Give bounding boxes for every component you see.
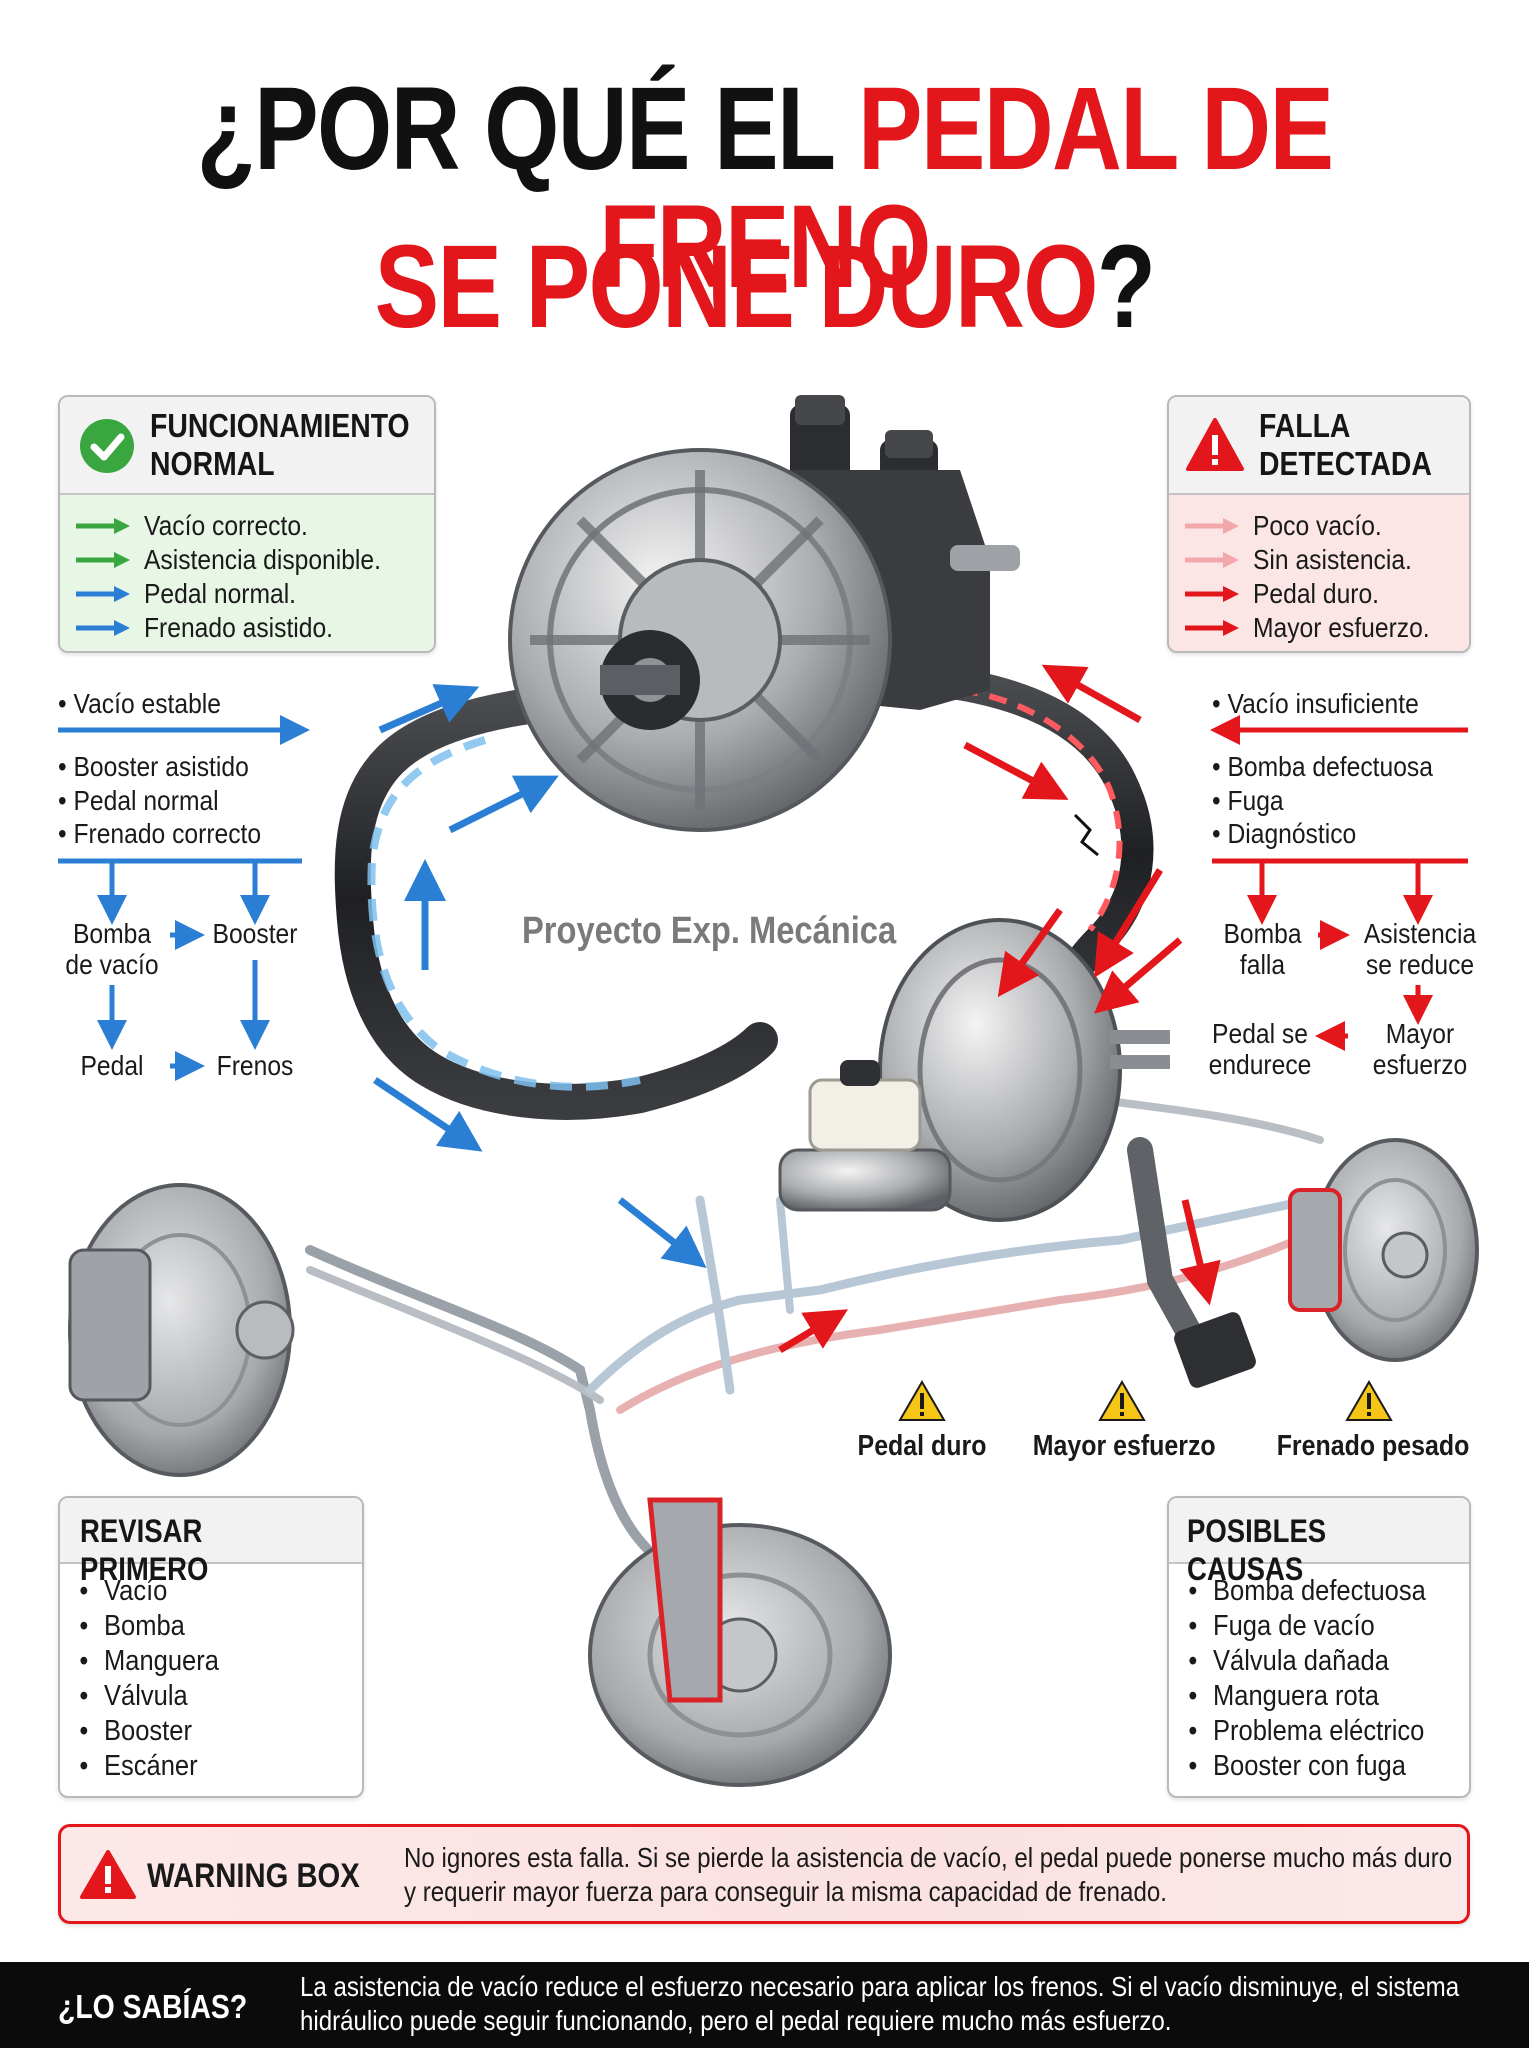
red-flow-arrows [778, 664, 1221, 1354]
left-bullet-frenado: • Frenado correcto [58, 818, 262, 849]
right-bullet-bomba: • Bomba defectuosa [1212, 751, 1433, 782]
arrow-right-icon [1185, 620, 1239, 636]
possible-causes-header: POSIBLES CAUSAS [1169, 1498, 1469, 1587]
list-item: Mayor esfuerzo. [1169, 611, 1469, 645]
list-item: Escáner [60, 1749, 326, 1784]
list-item: Bomba [60, 1609, 326, 1644]
left-bullet-pedal: • Pedal normal [58, 785, 219, 816]
title-black-part: ¿POR QUÉ EL [196, 63, 835, 195]
warning-triangle-icon [80, 1850, 136, 1899]
list-item: Sin asistencia. [1169, 543, 1469, 577]
list-item: Válvula dañada [1169, 1644, 1433, 1679]
page-title-line-2: SE PONE DURO? [138, 228, 1392, 346]
possible-causes-panel: POSIBLES CAUSAS Bomba defectuosa Fuga de… [1167, 1496, 1471, 1798]
arrow-right-icon [76, 586, 130, 602]
vacuum-hose-left [334, 682, 778, 1120]
right-flow-diagram [1210, 715, 1468, 1051]
list-item: Fuga de vacío [1169, 1609, 1433, 1644]
arrow-right-icon [76, 552, 130, 568]
right-bullet-diagnostico: • Diagnóstico [1212, 818, 1357, 849]
left-flow-diagram [58, 715, 310, 1081]
list-item: Manguera rota [1169, 1679, 1433, 1714]
title-red-part-2: SE PONE DURO [374, 221, 1099, 353]
check-first-list: Vacío Bomba Manguera Válvula Booster Esc… [60, 1564, 362, 1784]
arrow-right-icon [76, 518, 130, 534]
footer-text: La asistencia de vacío reduce el esfuerz… [300, 1971, 1460, 2036]
fault-panel-title-2: DETECTADA [1259, 445, 1432, 482]
list-item: Pedal normal. [60, 577, 434, 611]
list-item: Poco vacío. [1169, 509, 1469, 543]
flow-node-asistencia: Asistencia se reduce [1363, 918, 1477, 980]
flow-node-pedal: Pedal [80, 1050, 144, 1081]
list-item: Frenado asistido. [60, 611, 434, 645]
left-bullet-booster: • Booster asistido [58, 751, 249, 782]
page-title-line-1: ¿POR QUÉ EL PEDAL DE FRENO [138, 70, 1392, 306]
warning-triangle-icon [1186, 418, 1244, 471]
brake-disc-right [1288, 1138, 1479, 1362]
list-item: Booster [60, 1714, 326, 1749]
warning-label-frenado-pesado: Frenado pesado [1276, 1430, 1470, 1462]
left-bullet-vacio: • Vacío estable [58, 688, 221, 719]
warning-triangle-icon [898, 1380, 946, 1421]
fault-detected-panel: FALLA DETECTADA Poco vacío. Sin asistenc… [1167, 395, 1471, 653]
list-item: Vacío correcto. [60, 509, 434, 543]
warning-triangle-icon [1345, 1380, 1393, 1421]
fault-panel-title-1: FALLA [1259, 407, 1351, 444]
warning-label-pedal-duro: Pedal duro [857, 1430, 987, 1462]
blue-flow-arrows [373, 684, 707, 1268]
possible-causes-list: Bomba defectuosa Fuga de vacío Válvula d… [1169, 1564, 1469, 1784]
flow-node-pedal-endurece: Pedal se endurece [1208, 1018, 1312, 1080]
warning-label-mayor-esfuerzo: Mayor esfuerzo [1032, 1430, 1216, 1462]
normal-operation-panel: FUNCIONAMIENTO NORMAL Vacío correcto. As… [58, 395, 436, 653]
flow-node-frenos: Frenos [216, 1050, 294, 1081]
flow-node-mayor-esfuerzo: Mayor esfuerzo [1372, 1018, 1468, 1080]
arrow-right-icon [1185, 586, 1239, 602]
normal-panel-list: Vacío correcto. Asistencia disponible. P… [60, 495, 434, 651]
brake-booster [778, 918, 1170, 1222]
brake-disc-center [588, 1497, 892, 1787]
check-first-panel: REVISAR PRIMERO Vacío Bomba Manguera Vál… [58, 1496, 364, 1798]
warning-box-text: No ignores esta falla. Si se pierde la a… [404, 1842, 1453, 1907]
list-item: Vacío [60, 1574, 326, 1609]
vacuum-pump [508, 395, 1020, 832]
normal-panel-title-1: FUNCIONAMIENTO [150, 407, 410, 444]
list-item: Válvula [60, 1679, 326, 1714]
list-item: Asistencia disponible. [60, 543, 434, 577]
warning-box: WARNING BOX No ignores esta falla. Si se… [58, 1824, 1470, 1924]
list-item: Bomba defectuosa [1169, 1574, 1433, 1609]
warning-box-title: WARNING BOX [147, 1857, 360, 1895]
flow-node-booster: Booster [212, 918, 298, 949]
list-item: Booster con fuga [1169, 1749, 1433, 1784]
fault-panel-header: FALLA DETECTADA [1169, 397, 1469, 495]
flow-node-bomba: Bomba de vacío [65, 918, 159, 980]
list-item: Problema eléctrico [1169, 1714, 1433, 1749]
brake-lines [305, 1096, 1324, 1565]
arrow-right-icon [76, 620, 130, 636]
brake-disc-left [68, 1183, 295, 1477]
arrow-right-icon [1185, 552, 1239, 568]
title-red-part: PEDAL DE FRENO [599, 63, 1334, 313]
right-bullet-fuga: • Fuga [1212, 785, 1284, 816]
warning-triangle-icon [1098, 1380, 1146, 1421]
right-bullet-vacio: • Vacío insuficiente [1212, 688, 1419, 719]
footer-title: ¿LO SABÍAS? [58, 1988, 248, 2025]
normal-panel-header: FUNCIONAMIENTO NORMAL [60, 397, 434, 495]
watermark: Proyecto Exp. Mecánica [522, 910, 897, 952]
fault-panel-list: Poco vacío. Sin asistencia. Pedal duro. … [1169, 495, 1469, 651]
list-item: Pedal duro. [1169, 577, 1469, 611]
arrow-right-icon [1185, 518, 1239, 534]
list-item: Manguera [60, 1644, 326, 1679]
did-you-know-footer: ¿LO SABÍAS? La asistencia de vacío reduc… [0, 1962, 1529, 2048]
title-question-mark: ? [1096, 221, 1156, 353]
flow-node-bomba-falla: Bomba falla [1223, 918, 1302, 980]
check-circle-icon [80, 419, 134, 473]
brake-pedal [1127, 1137, 1256, 1388]
normal-panel-title-2: NORMAL [150, 445, 275, 482]
check-first-header: REVISAR PRIMERO [60, 1498, 362, 1587]
